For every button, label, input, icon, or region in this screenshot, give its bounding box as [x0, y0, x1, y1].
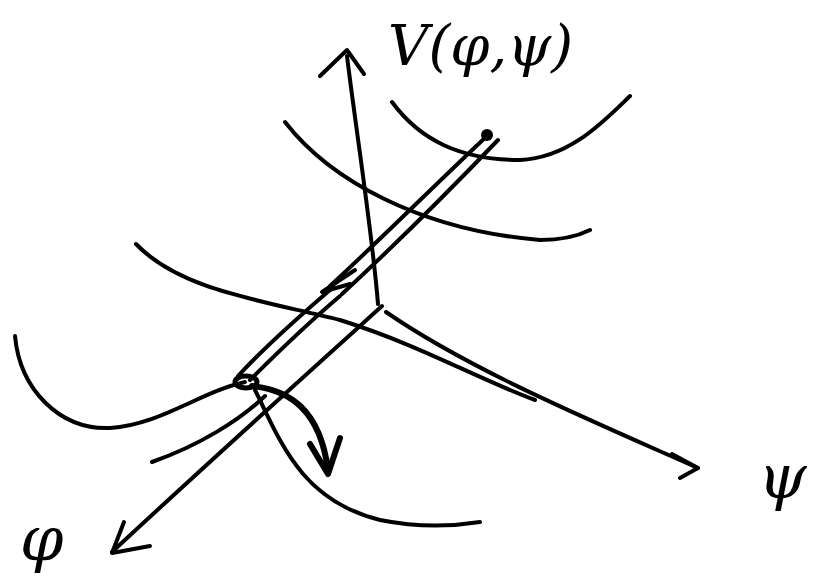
roll-arrowhead: [310, 438, 340, 474]
psi-axis-arrowhead: [672, 454, 698, 478]
contour-curve: [136, 244, 535, 400]
phi-axis-arrowhead: [112, 522, 150, 553]
axis-label-holder: ψ: [758, 446, 807, 508]
psi-axis: [386, 312, 698, 468]
contour-curve: [15, 336, 245, 428]
start-point: [481, 129, 493, 141]
descent-path: [238, 290, 330, 376]
descent-path: [342, 140, 498, 294]
axis-label-holder: φ: [20, 508, 63, 570]
descent-path: [330, 136, 487, 286]
contour-curve: [255, 390, 480, 526]
contour-curve: [392, 96, 630, 160]
descent-path: [250, 296, 340, 380]
axis-label: φ: [20, 508, 63, 570]
v-axis-arrowhead: [320, 50, 364, 76]
axis-label: V(φ,ψ): [388, 18, 573, 74]
phi-axis: [112, 306, 382, 552]
contour-curve: [152, 396, 265, 462]
axis-label: ψ: [758, 446, 807, 508]
axis-label-holder: V(φ,ψ): [388, 18, 573, 74]
descent-arrowhead: [322, 270, 355, 292]
